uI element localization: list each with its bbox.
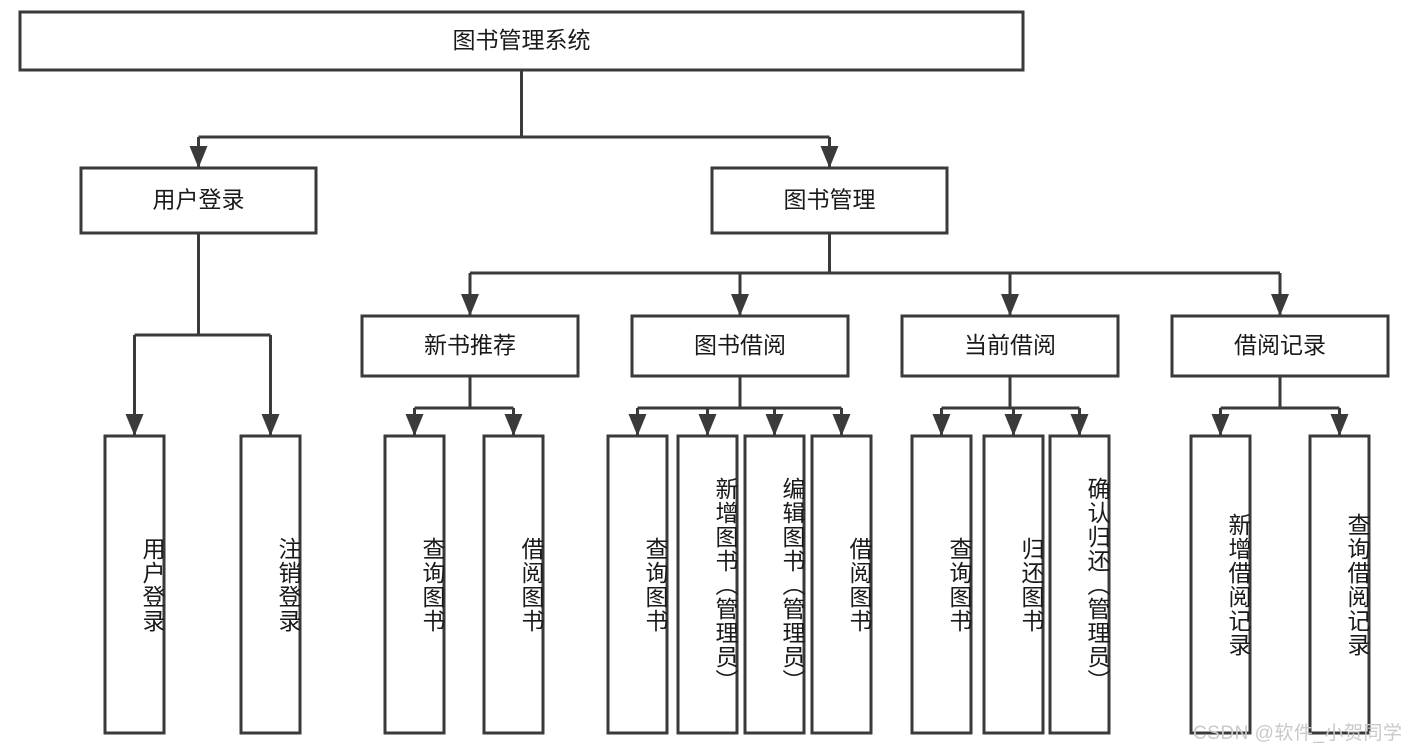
node-level3-label-3: 借阅记录 bbox=[1234, 332, 1326, 358]
node-leaf-box-6[interactable] bbox=[743, 434, 806, 735]
arrowhead-books-0 bbox=[461, 294, 479, 316]
node-leaf-box-1[interactable] bbox=[239, 434, 302, 735]
arrowhead-borrow-1 bbox=[698, 414, 717, 436]
node-leaf-box-12[interactable] bbox=[1308, 434, 1371, 735]
node-level3-label-2: 当前借阅 bbox=[964, 332, 1056, 358]
node-leaf-box-3[interactable] bbox=[482, 434, 545, 735]
arrowhead-current-1 bbox=[1004, 414, 1023, 436]
node-leaf-box-2[interactable] bbox=[383, 434, 446, 735]
node-level3-box-2[interactable] bbox=[900, 314, 1120, 378]
arrowhead-borrow-3 bbox=[832, 414, 851, 436]
node-root-box[interactable] bbox=[18, 10, 1025, 72]
arrowhead-current-0 bbox=[932, 414, 951, 436]
node-level3-label-1: 图书借阅 bbox=[694, 332, 786, 358]
arrowhead-login-1 bbox=[261, 414, 280, 436]
node-root-label: 图书管理系统 bbox=[453, 27, 591, 53]
node-leaf-box-9[interactable] bbox=[982, 434, 1045, 735]
arrowhead-current-2 bbox=[1070, 414, 1089, 436]
boxes-layer bbox=[18, 10, 1390, 735]
arrowhead-books-1 bbox=[731, 294, 749, 316]
arrowhead-borrow-0 bbox=[628, 414, 647, 436]
arrowhead-root-0 bbox=[189, 146, 208, 168]
arrowhead-newbook-1 bbox=[504, 414, 523, 436]
csdn-watermark: CSDN @软件_小贺同学 bbox=[1193, 723, 1403, 744]
arrowhead-login-0 bbox=[125, 414, 144, 436]
node-leaf-box-7[interactable] bbox=[810, 434, 873, 735]
node-level2-box-1[interactable] bbox=[710, 166, 949, 235]
arrowhead-record-0 bbox=[1211, 414, 1230, 436]
node-leaf-box-10[interactable] bbox=[1048, 434, 1111, 735]
edges-layer bbox=[125, 70, 1349, 436]
node-leaf-box-11[interactable] bbox=[1189, 434, 1252, 735]
node-level3-box-3[interactable] bbox=[1170, 314, 1390, 378]
node-level2-label-1: 图书管理 bbox=[784, 187, 876, 213]
arrowhead-root-1 bbox=[820, 146, 839, 168]
node-level3-label-0: 新书推荐 bbox=[424, 332, 516, 358]
node-level3-box-0[interactable] bbox=[360, 314, 580, 378]
node-level2-box-0[interactable] bbox=[79, 166, 318, 235]
node-level2-label-0: 用户登录 bbox=[153, 187, 245, 213]
arrowhead-record-1 bbox=[1330, 414, 1349, 436]
arrowhead-newbook-0 bbox=[405, 414, 424, 436]
node-leaf-box-0[interactable] bbox=[103, 434, 166, 735]
node-leaf-box-8[interactable] bbox=[910, 434, 973, 735]
node-level3-box-1[interactable] bbox=[630, 314, 850, 378]
arrowhead-books-3 bbox=[1271, 294, 1289, 316]
node-leaf-box-5[interactable] bbox=[676, 434, 739, 735]
node-leaf-box-4[interactable] bbox=[606, 434, 669, 735]
arrowhead-borrow-2 bbox=[765, 414, 784, 436]
arrowhead-books-2 bbox=[1001, 294, 1019, 316]
